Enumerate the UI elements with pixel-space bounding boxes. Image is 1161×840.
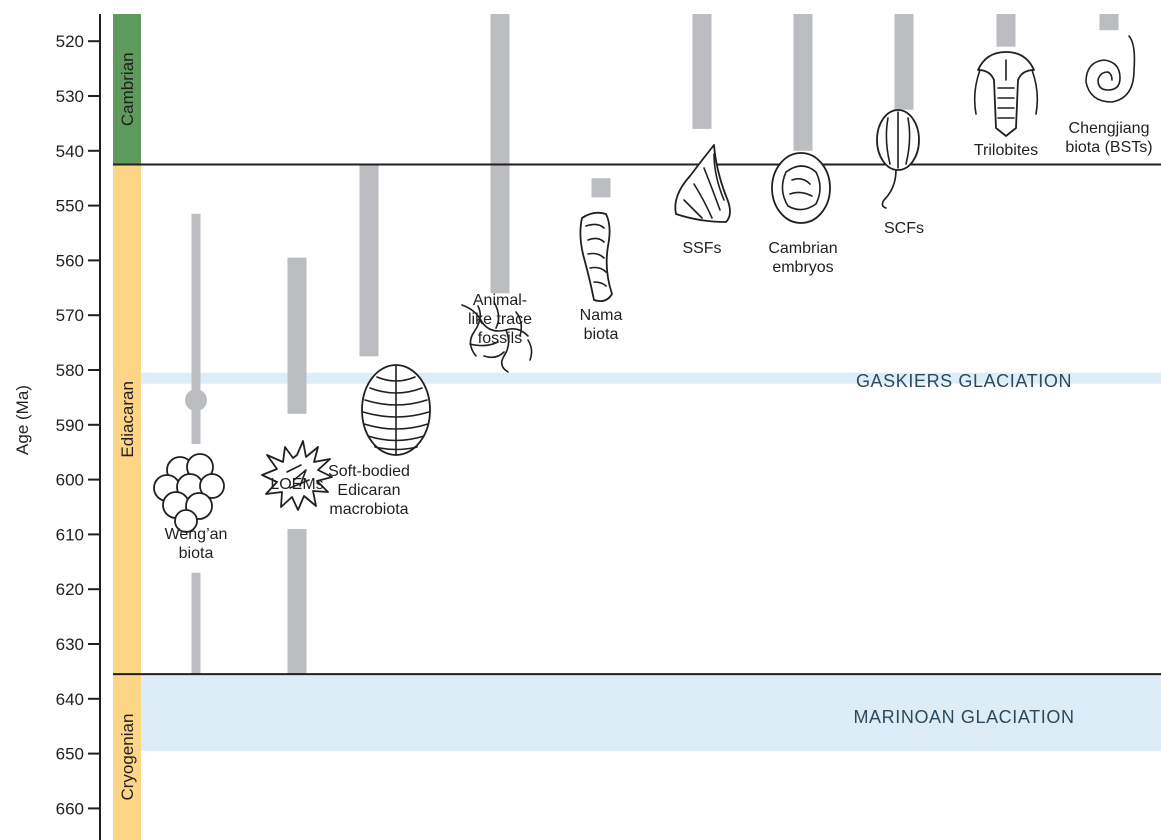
group-label: Trilobites: [974, 142, 1038, 159]
range-bar: [191, 213, 201, 444]
range-point: [185, 389, 207, 412]
cambrian-period-label: Cambrian: [118, 52, 137, 126]
range-bar: [894, 14, 914, 110]
y-axis-title: Age (Ma): [13, 385, 32, 455]
y-tick-label: 570: [56, 306, 84, 325]
glaciation-labels: GASKIERS GLACIATION MARINOAN GLACIATION: [853, 371, 1074, 727]
age-axis: Age (Ma) 520 530 540 550 560 570 580 590 600 610 6…: [13, 14, 101, 840]
y-tick-label: 650: [56, 745, 84, 764]
y-tick-label: 620: [56, 580, 84, 599]
fossil-ranges: [185, 14, 1119, 675]
y-tick-label: 590: [56, 416, 84, 435]
y-tick-label: 540: [56, 142, 84, 161]
cryogenian-period-bar: [113, 674, 141, 840]
range-bar: [1099, 14, 1119, 31]
range-bar: [793, 14, 813, 151]
tubular-fossil-icon: [579, 211, 613, 303]
marinoan-glaciation-band: [141, 674, 1161, 751]
range-bar: [287, 257, 307, 414]
range-bar: [287, 528, 307, 675]
y-tick-label: 530: [56, 87, 84, 106]
spiny-acritarch-icon: [261, 440, 333, 511]
group-label: LOEMs: [270, 476, 323, 493]
carbonaceous-fossil-icon: [876, 109, 920, 209]
cryogenian-period-label: Cryogenian: [118, 714, 137, 801]
y-tick-label: 600: [56, 471, 84, 490]
period-boundaries: [113, 163, 1161, 676]
small-shelly-fossil-icon: [674, 144, 731, 223]
marinoan-glaciation-label: MARINOAN GLACIATION: [853, 707, 1074, 727]
group-label: SSFs: [682, 240, 721, 257]
y-tick-label: 640: [56, 690, 84, 709]
y-tick-label: 660: [56, 799, 84, 818]
ediacaran-period-bar: [113, 164, 141, 675]
trilobite-icon: [973, 51, 1039, 137]
range-bar: [490, 14, 510, 294]
y-tick-label: 520: [56, 32, 84, 51]
y-tick-label: 630: [56, 635, 84, 654]
glaciation-bands: [141, 372, 1161, 751]
trace-burrow-icon: [461, 301, 533, 373]
range-bar: [191, 572, 201, 675]
y-tick-label: 580: [56, 361, 84, 380]
wengan-embryo-cluster-icon: [153, 453, 225, 533]
gaskiers-glaciation-band: [141, 372, 1161, 384]
coiled-worm-icon: [1085, 35, 1136, 103]
range-bar: [996, 14, 1016, 47]
range-bar: [359, 164, 379, 357]
frond-disc-icon: [361, 364, 431, 456]
group-label: SCFs: [884, 220, 924, 237]
ediacaran-period-label: Ediacaran: [118, 381, 137, 458]
y-tick-label: 610: [56, 525, 84, 544]
gaskiers-glaciation-label: GASKIERS GLACIATION: [856, 371, 1072, 391]
range-bar: [591, 178, 611, 198]
fossil-icons: [153, 35, 1136, 533]
y-tick-label: 550: [56, 197, 84, 216]
range-bar: [692, 14, 712, 129]
cambrian-period-bar: [113, 14, 141, 165]
embryo-icon: [771, 152, 831, 224]
y-tick-label: 560: [56, 251, 84, 270]
